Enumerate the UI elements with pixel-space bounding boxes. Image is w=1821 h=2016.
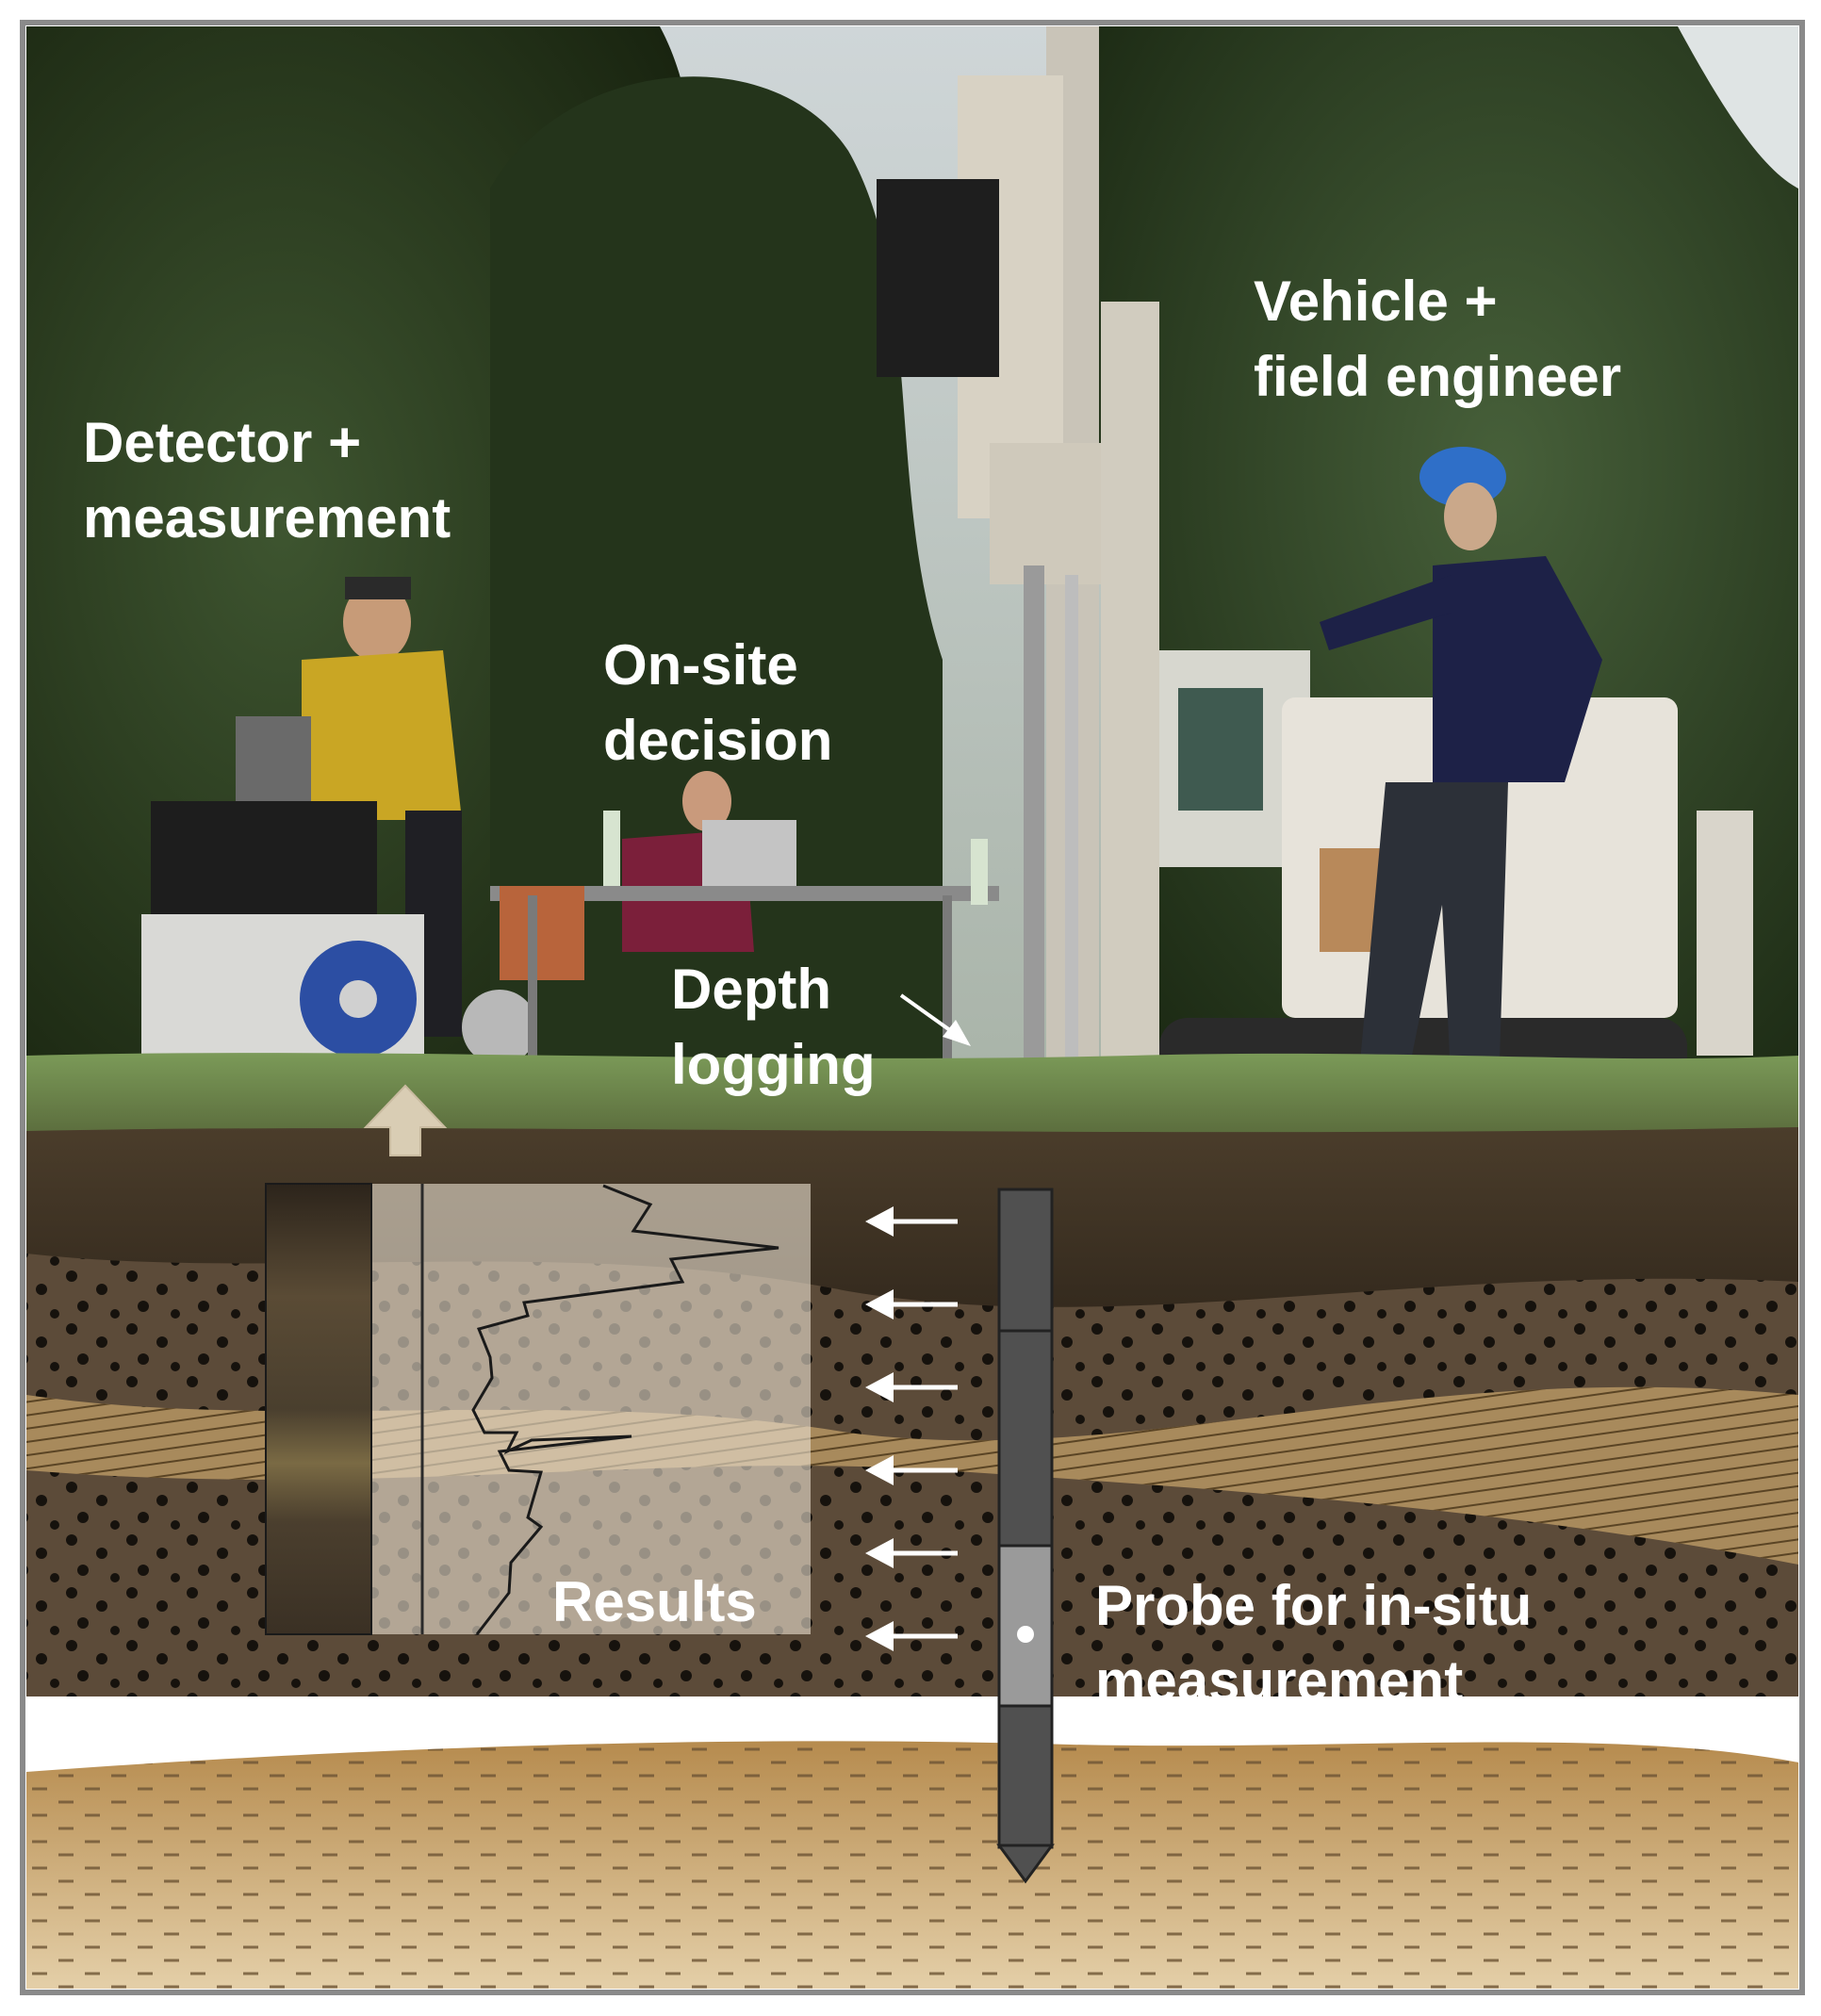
pointer-arrow-icon bbox=[899, 993, 971, 1046]
measurement-curve bbox=[471, 1184, 779, 1635]
results-panel bbox=[265, 1183, 811, 1635]
detector-label-line2: measurement bbox=[83, 486, 451, 549]
probe bbox=[996, 1188, 1055, 1884]
probe-label-line1: Probe for in-situ bbox=[1095, 1574, 1532, 1637]
onsite-label-line1: On-site bbox=[603, 633, 798, 697]
left-arrow-icon bbox=[865, 1206, 958, 1237]
vehicle-label-line1: Vehicle + bbox=[1254, 270, 1498, 333]
left-arrow-icon bbox=[865, 1455, 958, 1485]
probe-sensor-icon bbox=[1017, 1626, 1034, 1643]
left-arrows bbox=[865, 1206, 958, 1651]
left-arrow-icon bbox=[865, 1538, 958, 1568]
left-arrow-icon bbox=[865, 1372, 958, 1402]
onsite-label-line2: decision bbox=[603, 709, 832, 772]
sky-gap bbox=[1678, 26, 1798, 188]
detector-label-line1: Detector + bbox=[83, 411, 361, 474]
left-arrow-icon bbox=[865, 1621, 958, 1651]
bottom-sand-dashes bbox=[26, 1741, 1798, 1989]
results-label: Results bbox=[552, 1570, 757, 1633]
vehicle-label-line2: field engineer bbox=[1254, 345, 1621, 408]
decision-person bbox=[490, 771, 999, 1074]
depth-label-line2: logging bbox=[671, 1033, 876, 1096]
up-arrow-icon bbox=[363, 1084, 448, 1156]
detector-operator bbox=[141, 577, 537, 1065]
probe-label-line2: measurement bbox=[1095, 1649, 1463, 1713]
depth-label-line1: Depth bbox=[671, 958, 831, 1021]
left-arrow-icon bbox=[865, 1289, 958, 1319]
field-engineer bbox=[1320, 447, 1602, 1093]
